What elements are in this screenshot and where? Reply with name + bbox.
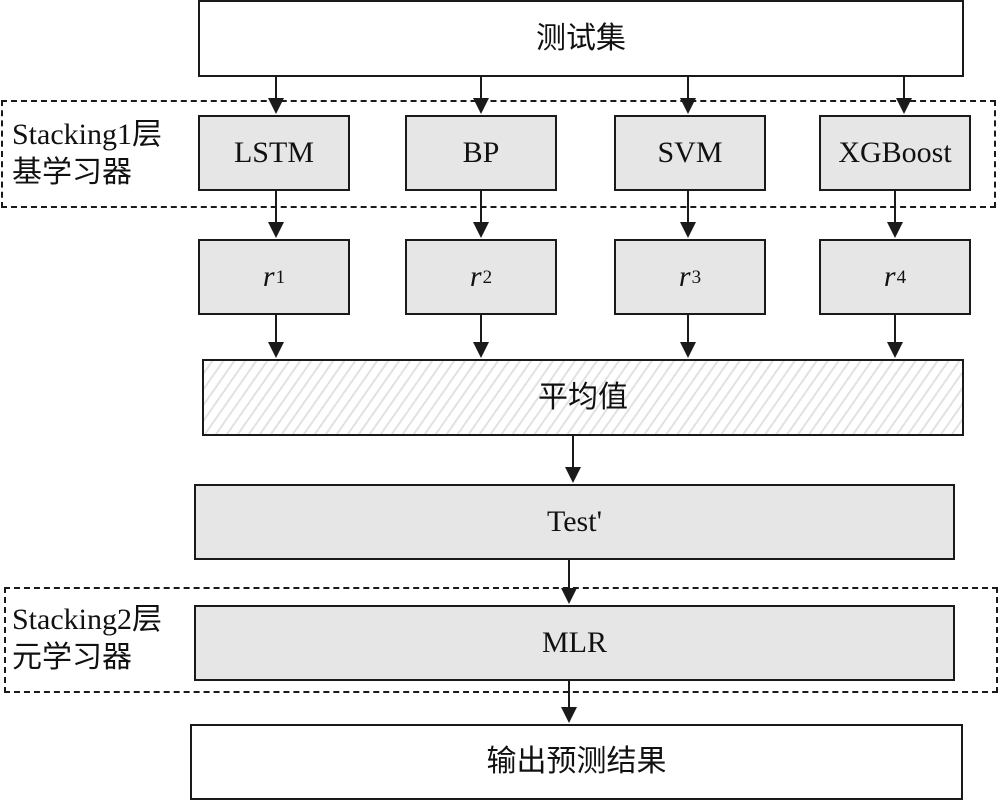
result-r3-sub: 3 bbox=[691, 266, 702, 288]
result-r1-var: r bbox=[262, 260, 275, 293]
arrowhead-svm-r3 bbox=[680, 222, 696, 238]
stacking-layer2-label: Stacking2层 元学习器 bbox=[12, 601, 162, 677]
average-node: 平均值 bbox=[202, 359, 964, 436]
learner-bp-node: BP bbox=[405, 115, 557, 191]
test-set-node: 测试集 bbox=[198, 0, 964, 77]
learner-svm-node: SVM bbox=[614, 115, 766, 191]
arrowhead-r3-average bbox=[680, 342, 696, 358]
arrowhead-bp-r2 bbox=[473, 222, 489, 238]
arrowhead-average-testprime bbox=[565, 467, 581, 483]
stacking-layer1-label-line1: Stacking1层 bbox=[12, 118, 162, 151]
stacking-layer1-group bbox=[1, 100, 996, 208]
arrowhead-lstm-r1 bbox=[268, 222, 284, 238]
result-r2-var: r bbox=[469, 260, 482, 293]
output-node: 输出预测结果 bbox=[190, 724, 963, 800]
test-prime-node: Test' bbox=[194, 484, 955, 560]
arrowhead-r2-average bbox=[473, 342, 489, 358]
meta-learner-mlr-node: MLR bbox=[194, 605, 955, 681]
stacking-layer1-label-line2: 基学习器 bbox=[12, 156, 132, 189]
result-r2-sub: 2 bbox=[482, 266, 493, 288]
stacking-layer2-label-line1: Stacking2层 bbox=[12, 603, 162, 636]
learner-xgboost-node: XGBoost bbox=[819, 115, 971, 191]
result-r4-sub: 4 bbox=[896, 266, 907, 288]
stacking-layer2-group bbox=[4, 587, 998, 693]
arrowhead-r4-average bbox=[887, 342, 903, 358]
arrowhead-r1-average bbox=[268, 342, 284, 358]
result-r4-var: r bbox=[883, 260, 896, 293]
arrowhead-xgboost-r4 bbox=[887, 222, 903, 238]
stacking-layer1-label: Stacking1层 基学习器 bbox=[12, 116, 162, 192]
stacking-layer2-label-line2: 元学习器 bbox=[12, 641, 132, 674]
learner-lstm-node: LSTM bbox=[198, 115, 350, 191]
arrowhead-mlr-output bbox=[561, 707, 577, 723]
result-r1-sub: 1 bbox=[275, 266, 286, 288]
result-r3-var: r bbox=[678, 260, 691, 293]
